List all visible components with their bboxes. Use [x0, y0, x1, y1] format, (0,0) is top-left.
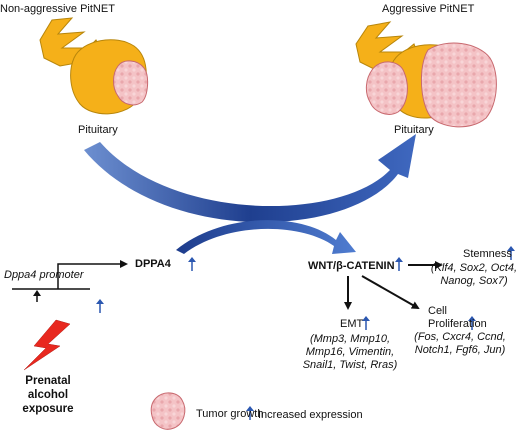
- wnt-up-arrow-icon: [395, 257, 403, 276]
- dppa4-label: DPPA4: [135, 258, 171, 270]
- proliferation-title: Cell Proliferation: [428, 305, 487, 330]
- lightning-icon: [23, 319, 71, 371]
- aggressive-title: Aggressive PitNET: [382, 3, 475, 15]
- right-tumor-large: [420, 42, 497, 128]
- dppa4-promoter-label: Dppa4 promoter: [4, 269, 84, 281]
- proliferation-up-arrow-icon: [468, 316, 476, 335]
- prenatal-alcohol-label: Prenatal alcohol exposure: [22, 375, 74, 415]
- emt-up-arrow-icon: [362, 316, 370, 335]
- right-pituitary-label: Pituitary: [394, 124, 434, 136]
- stemness-genes: (Klf4, Sox2, Oct4, Nanog, Sox7): [430, 262, 518, 287]
- progression-arrow: [84, 134, 416, 223]
- promoter-up-arrow-icon: [96, 299, 104, 318]
- dppa4-up-arrow-icon: [188, 257, 196, 276]
- legend-arrow-label: Increased expression: [258, 409, 363, 421]
- legend-up-arrow-icon: [246, 406, 254, 425]
- right-tumor-left: [365, 61, 408, 115]
- stemness-title: Stemness: [463, 248, 512, 260]
- legend-tumor-label: Tumor growth: [196, 408, 264, 420]
- emt-title: EMT: [340, 318, 364, 330]
- proliferation-genes: (Fos, Cxcr4, Ccnd, Notch1, Fgf6, Jun): [414, 331, 506, 356]
- left-tumor: [113, 60, 149, 106]
- stemness-up-arrow-icon: [507, 246, 515, 265]
- dppa4-to-wnt-arrow: [176, 220, 356, 254]
- arrow-to-proliferation: [361, 275, 420, 309]
- left-pituitary-label: Pituitary: [78, 124, 118, 136]
- promoter-schematic: [12, 260, 128, 290]
- legend-tumor-icon: [150, 392, 186, 430]
- wnt-beta-catenin-label: WNT/β-CATENIN: [308, 260, 395, 272]
- promoter-up-arrow-black: [33, 290, 41, 302]
- non-aggressive-title: Non-aggressive PitNET: [0, 3, 115, 15]
- emt-genes: (Mmp3, Mmp10, Mmp16, Vimentin, Snail1, T…: [302, 333, 398, 371]
